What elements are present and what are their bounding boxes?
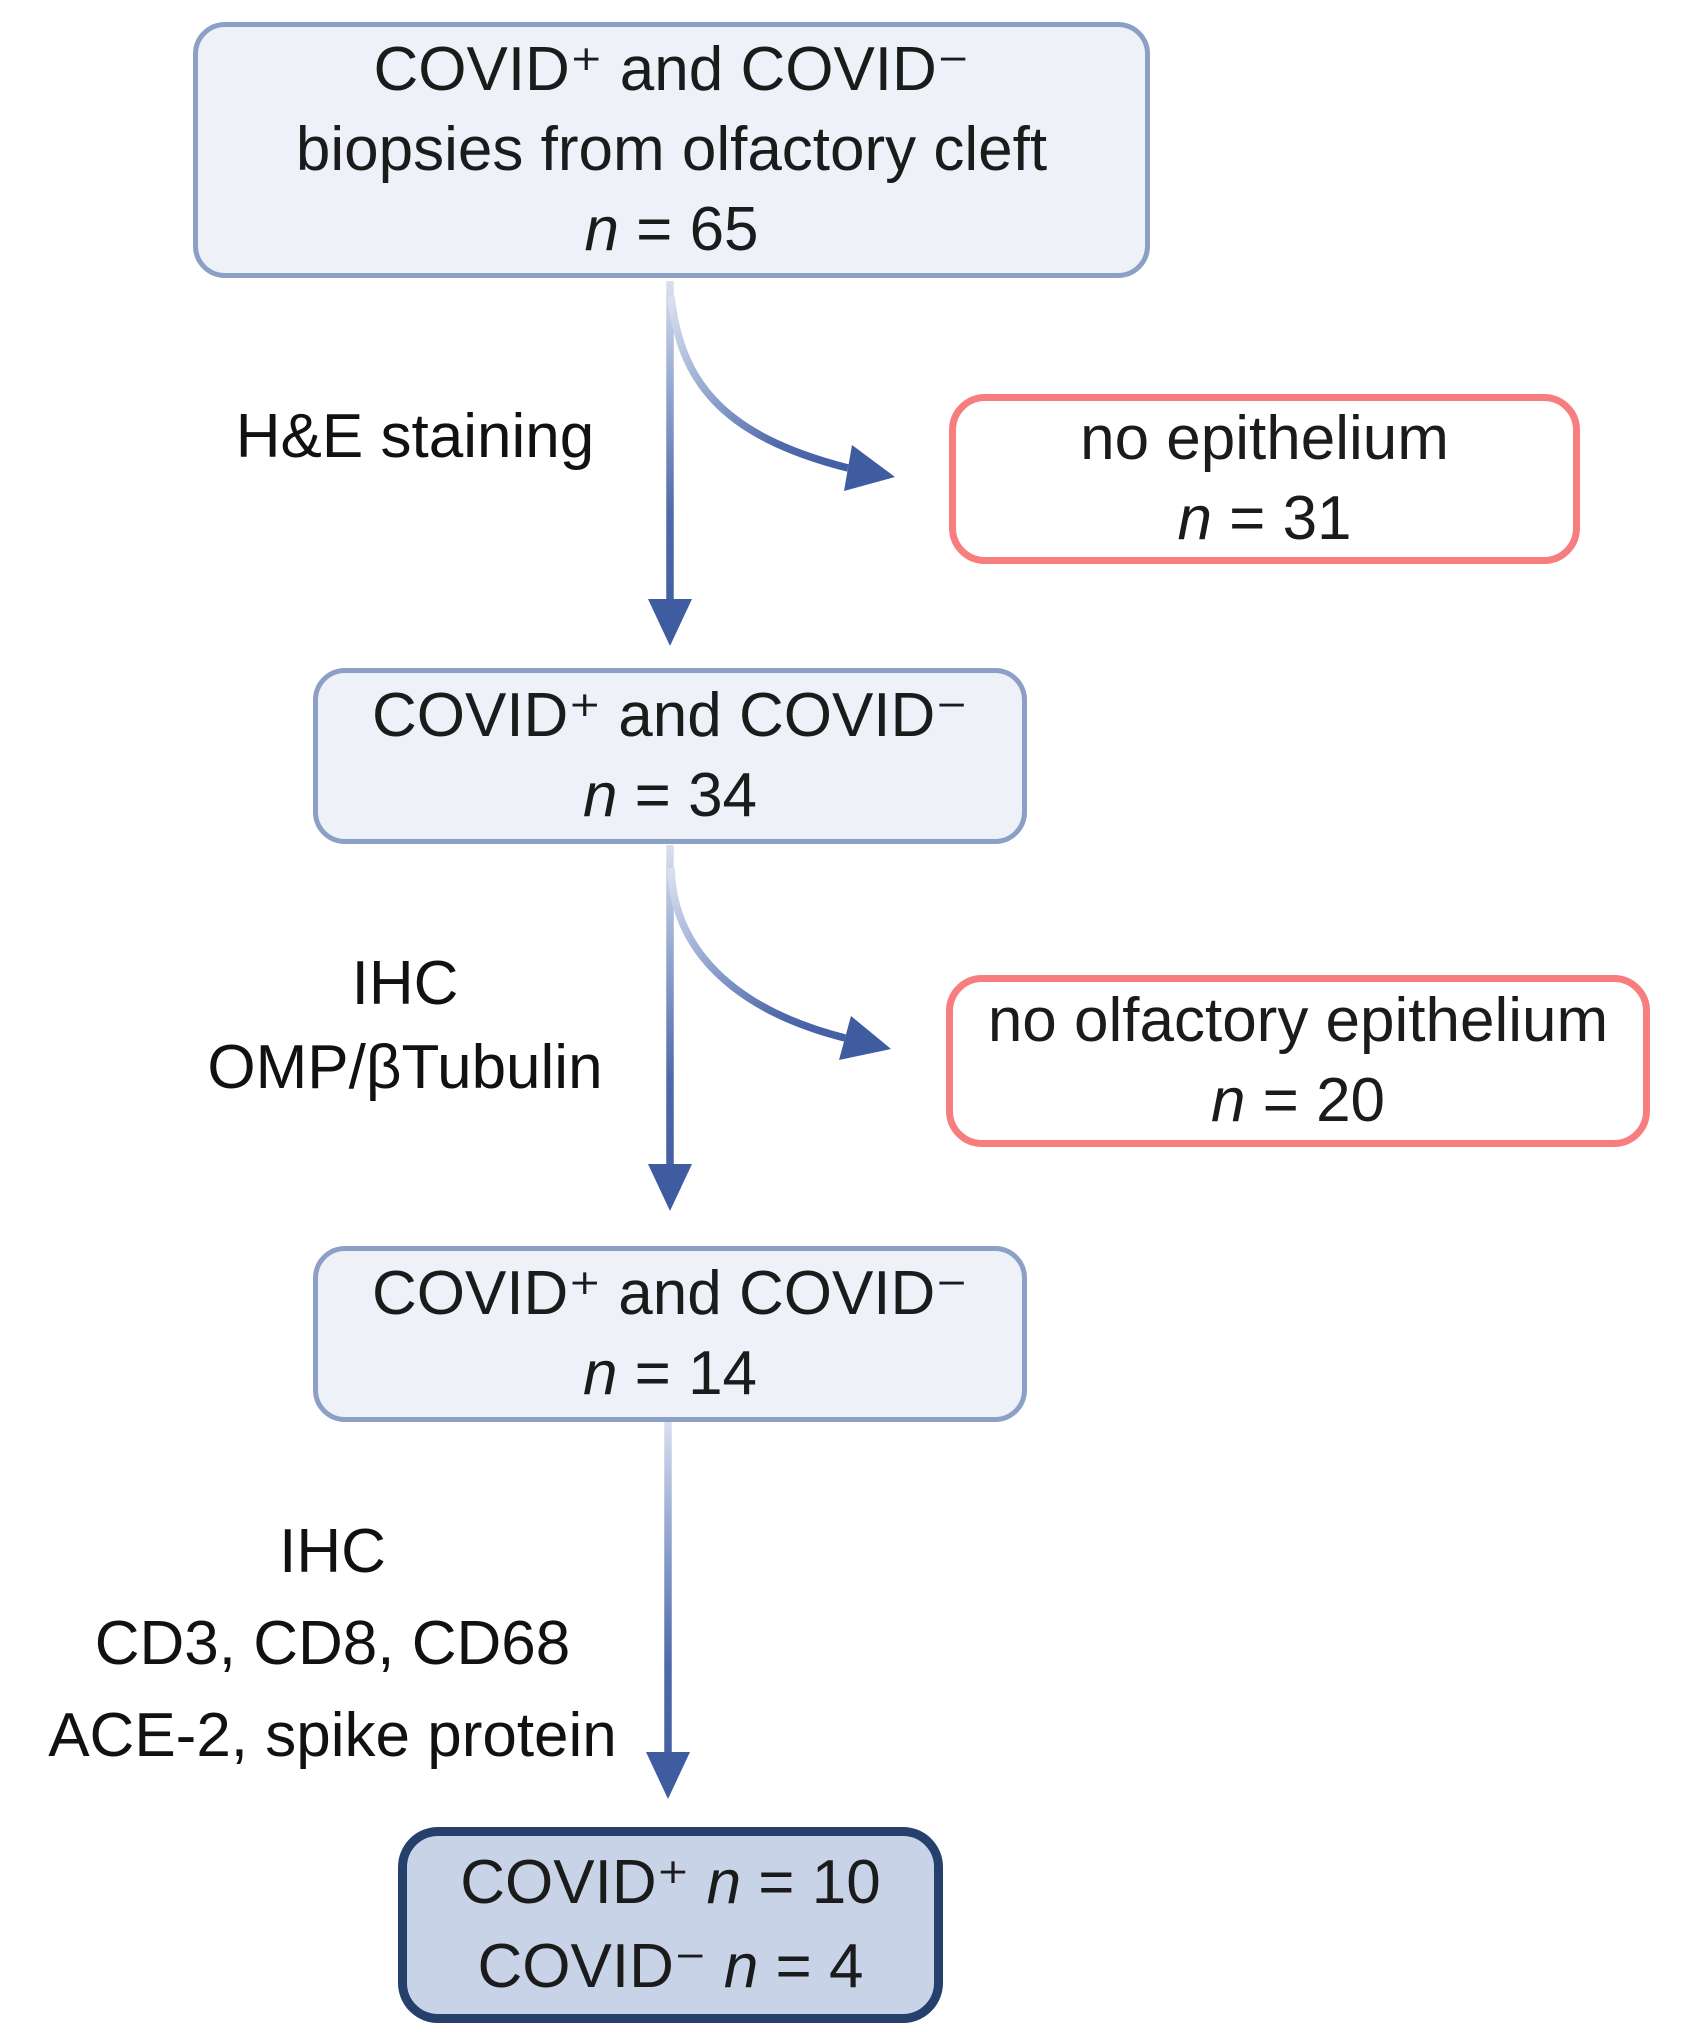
- box-excluded-no-epithelium: no epithelium n = 31: [949, 394, 1580, 564]
- box1-line1: COVID⁺ and COVID⁻: [373, 35, 970, 104]
- box4-l2-n-value: = 4: [758, 1932, 864, 2001]
- arrowhead-down-3-icon: [646, 1752, 690, 1799]
- step3-label-line1: IHC: [279, 1517, 386, 1586]
- box4-line2: COVID⁻ n = 4: [478, 1925, 864, 2009]
- excl2-n-symbol: n: [1210, 1066, 1246, 1135]
- excl2-count: n = 20: [1211, 1061, 1385, 1141]
- step3-label-line3: ACE-2, spike protein: [48, 1701, 617, 1770]
- box4-l1-covid: COVID⁺: [460, 1848, 707, 1917]
- excl2-line1: no olfactory epithelium: [987, 986, 1609, 1055]
- box3-count: n = 14: [583, 1334, 757, 1414]
- box2-n-value: = 34: [617, 761, 758, 830]
- step-label-ihc-omp: IHC OMP/βTubulin: [130, 942, 680, 1110]
- box-covid-n14: COVID⁺ and COVID⁻ n = 14: [313, 1246, 1027, 1422]
- box-biopsies-n65: COVID⁺ and COVID⁻ biopsies from olfactor…: [193, 22, 1150, 278]
- excl1-line1: no epithelium: [1080, 404, 1449, 473]
- branch-arrow-1: [667, 295, 849, 472]
- box-final-cohort: COVID⁺ n = 10 COVID⁻ n = 4: [398, 1827, 943, 2023]
- excl2-n-value: = 20: [1245, 1066, 1386, 1135]
- excl1-n-value: = 31: [1211, 484, 1352, 553]
- step3-label-line2: CD3, CD8, CD68: [94, 1609, 571, 1678]
- box2-n-symbol: n: [582, 761, 618, 830]
- box4-l2-covid: COVID⁻: [477, 1932, 724, 2001]
- box2-count: n = 34: [583, 756, 757, 836]
- box4-l2-n-symbol: n: [723, 1932, 759, 2001]
- box4-line1: COVID⁺ n = 10: [460, 1841, 880, 1925]
- arrowhead-down-2-icon: [648, 1164, 692, 1211]
- box1-line2: biopsies from olfactory cleft: [295, 115, 1048, 184]
- box1-n-symbol: n: [584, 195, 619, 264]
- step-label-he-staining: H&E staining: [235, 402, 595, 471]
- excl1-count: n = 31: [1177, 479, 1351, 559]
- step2-label-line1: IHC: [351, 949, 459, 1018]
- box-excluded-no-olfactory-epithelium: no olfactory epithelium n = 20: [946, 975, 1650, 1147]
- box-covid-n34: COVID⁺ and COVID⁻ n = 34: [313, 668, 1027, 844]
- step-label-ihc-markers: IHC CD3, CD8, CD68 ACE-2, spike protein: [25, 1506, 640, 1782]
- box1-n-value: = 65: [618, 195, 759, 264]
- branch-arrow-2: [667, 867, 846, 1042]
- box4-l1-n-value: = 10: [741, 1848, 881, 1917]
- box2-line1: COVID⁺ and COVID⁻: [371, 681, 969, 750]
- arrowhead-branch-1-icon: [844, 445, 895, 491]
- excl1-n-symbol: n: [1177, 484, 1212, 553]
- step2-label-line2: OMP/βTubulin: [207, 1033, 603, 1102]
- box1-count: n = 65: [584, 190, 758, 270]
- box3-line1: COVID⁺ and COVID⁻: [371, 1259, 969, 1328]
- box4-l1-n-symbol: n: [706, 1848, 742, 1917]
- arrowhead-branch-2-icon: [839, 1016, 891, 1060]
- arrowhead-down-1-icon: [648, 599, 692, 646]
- box3-n-symbol: n: [582, 1339, 618, 1408]
- box3-n-value: = 14: [617, 1339, 758, 1408]
